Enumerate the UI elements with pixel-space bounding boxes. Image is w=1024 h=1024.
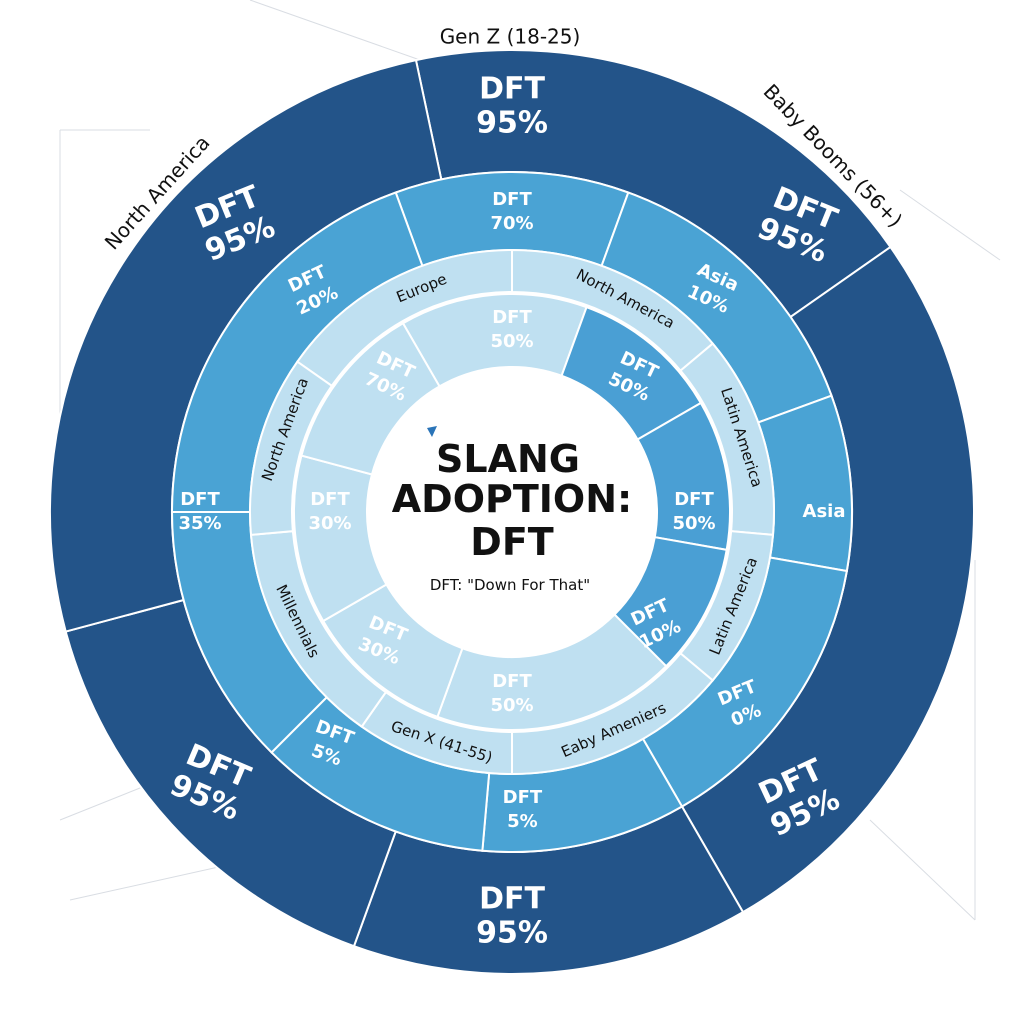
background-guide-lines (59, 0, 1001, 921)
core-segment-label: DFT 50% (490, 307, 533, 352)
external-label-gen-z: Gen Z (18-25) (440, 25, 581, 49)
outer-segment-label-label: DFT (479, 882, 545, 917)
chart-title-line-1: SLANG (436, 437, 580, 481)
middle-segment-label: Asia (803, 501, 846, 522)
center-circle (367, 367, 657, 657)
core-segment-label-value: 50% (490, 695, 533, 716)
middle-segment-label-label: Asia (803, 501, 846, 522)
chart-title-line-2: ADOPTION: (392, 477, 632, 521)
core-segment-label-label: DFT (492, 671, 532, 692)
core-segment-label-label: DFT (674, 489, 714, 510)
middle-segment-label-value: 35% (178, 513, 221, 534)
ring-divider (291, 291, 733, 733)
core-segment-label: DFT 50% (490, 671, 533, 716)
chart-subtitle: DFT: "Down For That" (430, 576, 590, 594)
outer-segment-label-value: 95% (476, 916, 548, 951)
middle-segment-label-label: DFT (503, 787, 543, 808)
middle-segment-label: DFT 70% (490, 189, 533, 234)
middle-segment-label-label: DFT (180, 489, 220, 510)
guide-line (899, 189, 1001, 261)
chart-rings (49, 49, 975, 975)
middle-segment-label-label: DFT (492, 189, 532, 210)
outer-segment-label-value: 95% (476, 106, 548, 141)
guide-line (869, 819, 976, 921)
core-segment-label: DFT 30% (308, 489, 351, 534)
middle-segment-label: DFT 5% (503, 787, 543, 832)
middle-segment-label: DFT 35% (178, 489, 221, 534)
middle-segment-label-value: 70% (490, 213, 533, 234)
core-segment-label-value: 30% (308, 513, 351, 534)
title-marker-icon (427, 426, 437, 437)
chart-title-line-3: DFT (470, 520, 554, 564)
core-segment-label-label: DFT (492, 307, 532, 328)
core-segment-label: DFT 50% (672, 489, 715, 534)
guide-line (249, 0, 421, 61)
middle-segment-label-value: 5% (507, 811, 538, 832)
core-segment-label-value: 50% (490, 331, 533, 352)
outer-segment-label-label: DFT (479, 72, 545, 107)
core-segment-label-value: 50% (672, 513, 715, 534)
core-segment-label-label: DFT (310, 489, 350, 510)
